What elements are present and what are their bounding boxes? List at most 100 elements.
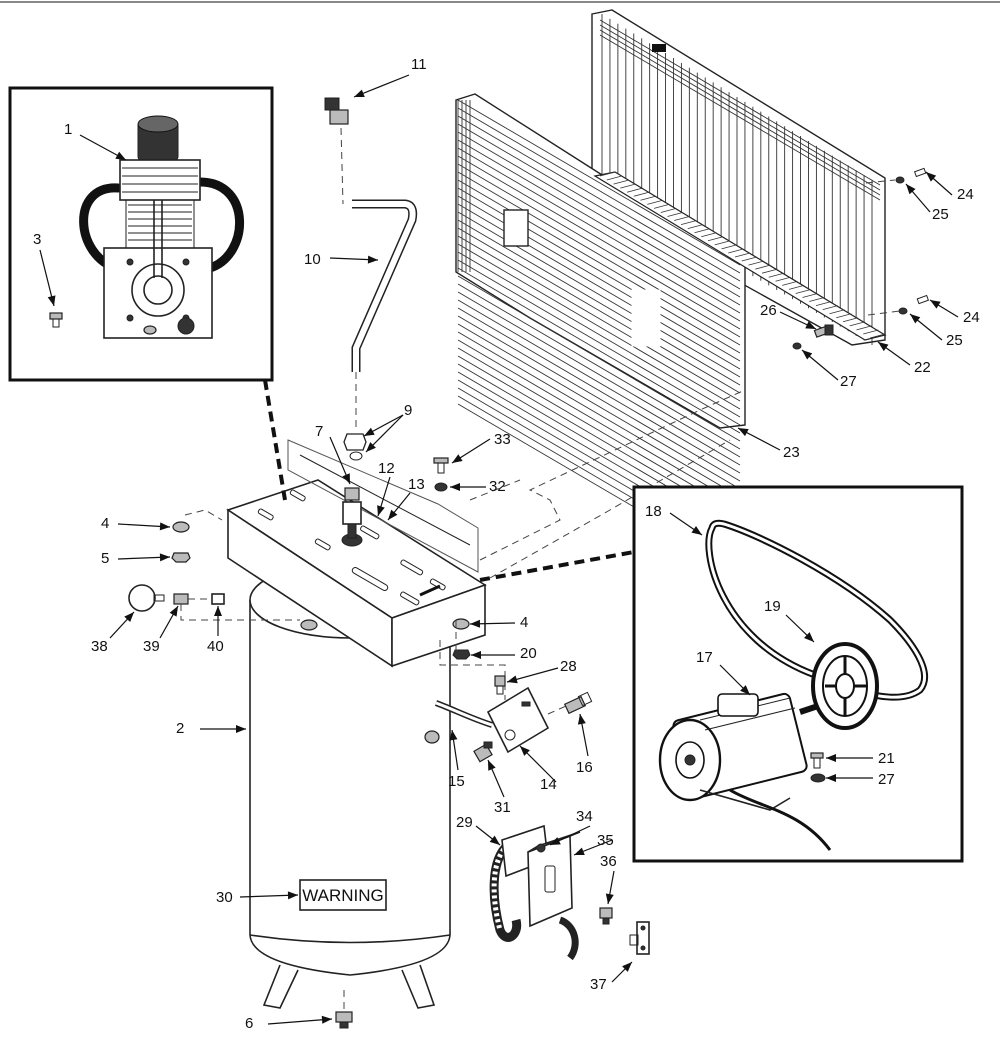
rail-grille-bar xyxy=(633,191,649,197)
rail-grille-bar xyxy=(741,256,757,262)
rail-grille-bar xyxy=(795,289,811,294)
callout-arrow-4b xyxy=(469,619,516,628)
rail-grille-bar xyxy=(849,321,865,327)
pump-cooling-fins xyxy=(122,167,198,241)
callout-arrow-26 xyxy=(779,311,817,330)
rail-grille-bar xyxy=(829,309,845,315)
tank-side-port xyxy=(424,730,440,744)
tank-port xyxy=(300,619,318,631)
front-grille-wire xyxy=(457,171,741,338)
front-grille-wire xyxy=(457,243,741,410)
label-18: 18 xyxy=(645,503,662,520)
callout-arrow-28 xyxy=(506,667,559,684)
callout-arrow-9b xyxy=(365,414,404,453)
callout-arrow-29 xyxy=(475,825,501,846)
front-grille-wire xyxy=(457,267,741,434)
front-grille-wire xyxy=(457,155,741,322)
pump-inset xyxy=(8,86,274,382)
rail-grille-bar xyxy=(687,224,703,230)
callout-arrow-13 xyxy=(387,492,411,521)
motor-inset-frame xyxy=(632,485,964,863)
callout-arrow-25b xyxy=(909,313,943,341)
front-grille-wire xyxy=(457,131,741,298)
label-13: 13 xyxy=(408,476,425,493)
rail-grille-bar xyxy=(660,208,676,213)
rail-grille-bar xyxy=(748,260,764,266)
pump-crank-housing xyxy=(131,263,185,317)
callout-arrow-17 xyxy=(719,664,751,696)
front-grille-wire xyxy=(457,307,741,474)
front-grille-wire xyxy=(457,99,741,266)
power-cord-right xyxy=(558,916,579,961)
rail-grille-bar xyxy=(734,252,751,258)
rail-grille-bar xyxy=(667,212,683,217)
discharge-tube-assembly xyxy=(324,97,418,430)
tank-leg-right xyxy=(401,964,436,1009)
front-grille-wire xyxy=(457,147,741,314)
label-38: 38 xyxy=(91,638,108,655)
pump-crankshaft xyxy=(143,275,173,305)
pump-oil-plug xyxy=(177,317,195,335)
grille-hardware xyxy=(792,167,930,350)
warning-label-text: WARNING xyxy=(302,886,384,905)
part-19-pulley xyxy=(811,642,879,730)
label-24-bottom: 24 xyxy=(963,309,980,326)
rear-panel-slot xyxy=(652,44,666,52)
part-36-screw xyxy=(599,907,613,925)
belt-guard-rear-panel xyxy=(591,9,886,346)
rail-grille-bar xyxy=(869,333,886,339)
part-39-tee xyxy=(173,593,189,605)
plate-slots xyxy=(257,489,446,606)
callout-arrow-9a xyxy=(363,414,404,437)
callout-arrow-4a xyxy=(117,522,171,531)
front-grille-wire xyxy=(457,339,741,506)
label-25-bottom: 25 xyxy=(946,332,963,349)
callout-arrow-37 xyxy=(611,961,633,983)
front-grille-wire xyxy=(457,179,741,346)
part-16-unloader xyxy=(563,691,593,715)
part-24-pin-top xyxy=(913,167,927,178)
rear-grille-rail xyxy=(599,34,881,201)
label-12: 12 xyxy=(378,460,395,477)
rail-grille-bar xyxy=(701,232,717,238)
part-25-washer-bottom xyxy=(898,307,908,315)
pump-mounting-plate xyxy=(226,439,487,668)
rear-grille-rail xyxy=(599,19,881,186)
callout-arrow-19 xyxy=(785,614,815,643)
label-39: 39 xyxy=(143,638,160,655)
part-40-fitting xyxy=(211,593,225,605)
callout-arrow-7 xyxy=(329,436,351,485)
label-33: 33 xyxy=(494,431,511,448)
callout-arrow-14 xyxy=(519,745,557,783)
label-31: 31 xyxy=(494,799,511,816)
part-27-washer xyxy=(792,342,802,350)
rail-grille-bar xyxy=(788,285,805,290)
part-37-bracket xyxy=(629,921,650,955)
rail-grille-bar xyxy=(626,187,643,193)
pump-cylinder-head xyxy=(119,159,201,201)
plate-side-face xyxy=(391,583,486,668)
rail-grille-bar xyxy=(768,272,784,278)
front-grille-wire xyxy=(457,299,741,466)
label-1: 1 xyxy=(64,121,72,138)
front-grille-wire xyxy=(457,291,741,458)
front-grille-wire xyxy=(457,227,741,394)
part-14-pressure-switch xyxy=(486,686,550,754)
label-19: 19 xyxy=(764,598,781,615)
callout-arrow-24b xyxy=(929,299,959,318)
rail-grille-bar xyxy=(599,171,616,177)
part-33-bolt xyxy=(433,457,449,474)
label-3: 3 xyxy=(33,231,41,248)
part-32-washer xyxy=(434,482,448,492)
callout-arrow-25a xyxy=(905,183,931,213)
front-grille-wire xyxy=(457,235,741,402)
rail-grille-bar xyxy=(694,228,710,234)
pump-cap-top xyxy=(137,115,179,133)
label-22: 22 xyxy=(914,359,931,376)
label-17: 17 xyxy=(696,649,713,666)
wiring-assembly xyxy=(489,824,581,961)
callout-arrow-21 xyxy=(826,754,873,762)
rail-grille-bar xyxy=(674,216,690,221)
pump-inset-connector xyxy=(263,379,287,501)
